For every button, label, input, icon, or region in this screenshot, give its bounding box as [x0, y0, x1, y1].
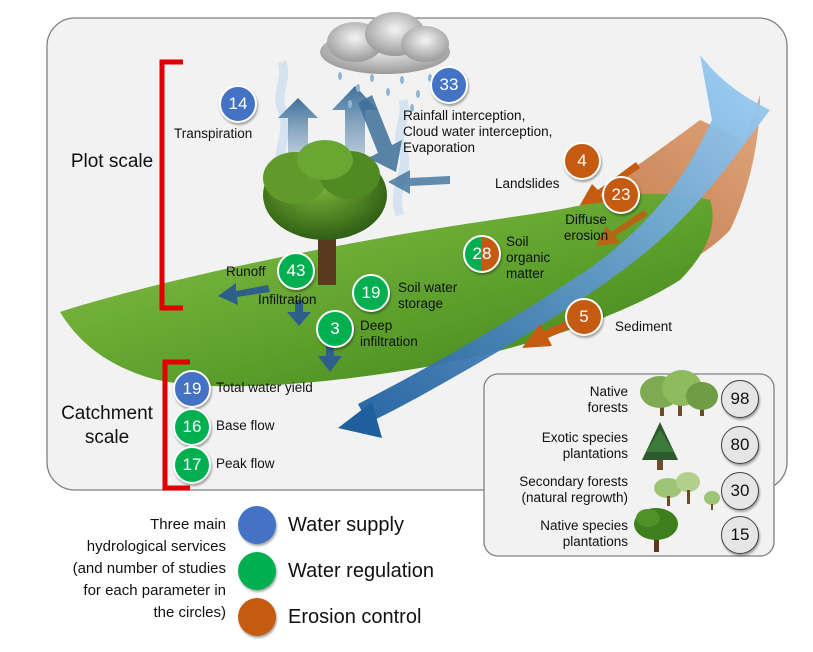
runoff-arrow — [218, 283, 270, 305]
som-label-line1: Soil — [506, 234, 529, 249]
transpiration-label: Transpiration — [174, 126, 253, 141]
infiltration-label: Infiltration — [258, 292, 317, 307]
som-label-line2: organic — [506, 250, 551, 265]
legend-text-line2: hydrological services — [86, 538, 226, 555]
diffuse-arrow — [596, 210, 648, 246]
forest-3-count: 30 — [721, 472, 759, 510]
forest-2-line1: Exotic species — [541, 430, 628, 445]
forest-panel — [483, 373, 775, 557]
forest-3-line2: (natural regrowth) — [521, 490, 628, 505]
soil-organic-matter-count: 28 — [463, 235, 501, 273]
plot-scale-label: Plot scale — [70, 151, 154, 172]
soil-water-storage-count: 19 — [352, 274, 390, 312]
native-plantation-icon — [634, 508, 678, 552]
runoff-label: Runoff — [226, 264, 266, 279]
evaporation-arrow — [332, 86, 378, 215]
rainfall-label-line3: Evaporation — [403, 140, 476, 155]
deep-label-line1: Deep — [360, 318, 393, 333]
storage-label-line1: Soil water — [398, 280, 458, 295]
sediment-count: 5 — [565, 298, 603, 336]
water-supply-label: Water supply — [288, 514, 404, 536]
forest-2-count: 80 — [721, 426, 759, 464]
forest-4-count: 15 — [721, 516, 759, 554]
forest-4-line1: Native species — [540, 518, 628, 533]
legend-text-line3: (and number of studies — [72, 560, 226, 577]
landslides-count: 4 — [563, 142, 601, 180]
deep-infiltration-arrow — [318, 340, 342, 372]
total-water-yield-count: 19 — [173, 370, 211, 408]
peak-flow-label: Peak flow — [216, 456, 275, 471]
legend-text-line1: Three main — [150, 516, 226, 533]
river-stream — [358, 55, 770, 423]
sediment-label: Sediment — [615, 319, 673, 334]
som-label-line3: matter — [506, 266, 545, 281]
raindrops — [338, 72, 432, 112]
tree — [263, 140, 387, 285]
secondary-forest-icon — [654, 472, 720, 510]
interception-arrow — [358, 95, 402, 172]
native-forest-icon — [640, 370, 718, 416]
landslides-label: Landslides — [495, 176, 560, 191]
legend-text-line4: for each parameter in — [83, 582, 226, 599]
forest-4-line2: plantations — [562, 534, 628, 549]
cloud-interception-arrow — [388, 170, 450, 194]
river-arrowhead — [338, 402, 382, 438]
peak-flow-count: 17 — [173, 446, 211, 484]
runoff-count: 43 — [277, 252, 315, 290]
diffuse-erosion-label-line2: erosion — [563, 228, 609, 243]
forest-1-line2: forests — [587, 400, 628, 415]
forest-1-count: 98 — [721, 380, 759, 418]
forest-1-line1: Native — [589, 384, 628, 399]
base-flow-count: 16 — [173, 408, 211, 446]
diffuse-erosion-label-line1: Diffuse — [565, 212, 607, 227]
legend-text-line5: the circles) — [153, 604, 226, 621]
infiltration-arrow — [287, 300, 311, 326]
plot-scale-bracket — [159, 59, 183, 311]
water-supply-swatch — [238, 506, 276, 544]
rainfall-count: 33 — [430, 66, 468, 104]
base-flow-label: Base flow — [216, 418, 275, 433]
water-regulation-label: Water regulation — [288, 560, 434, 582]
storage-label-line2: storage — [398, 296, 444, 311]
water-regulation-swatch — [238, 552, 276, 590]
erosion-control-label: Erosion control — [288, 606, 422, 628]
exotic-plantation-icon — [642, 422, 678, 470]
diffuse-erosion-count: 23 — [602, 176, 640, 214]
deep-infiltration-count: 3 — [316, 310, 354, 348]
forest-2-line2: plantations — [562, 446, 628, 461]
erosion-control-swatch — [238, 598, 276, 636]
total-water-yield-label: Total water yield — [216, 380, 313, 395]
cloud — [320, 12, 450, 74]
catchment-scale-label-line2: scale — [84, 427, 130, 448]
rainfall-label-line1: Rainfall interception, — [403, 108, 526, 123]
rainfall-label-line2: Cloud water interception, — [403, 124, 553, 139]
transpiration-count: 14 — [219, 85, 257, 123]
forest-3-line1: Secondary forests — [519, 474, 628, 489]
catchment-scale-bracket — [162, 359, 190, 491]
deep-label-line2: infiltration — [360, 334, 418, 349]
catchment-scale-label-line1: Catchment — [61, 403, 153, 424]
vapour-wave-2 — [392, 98, 410, 217]
